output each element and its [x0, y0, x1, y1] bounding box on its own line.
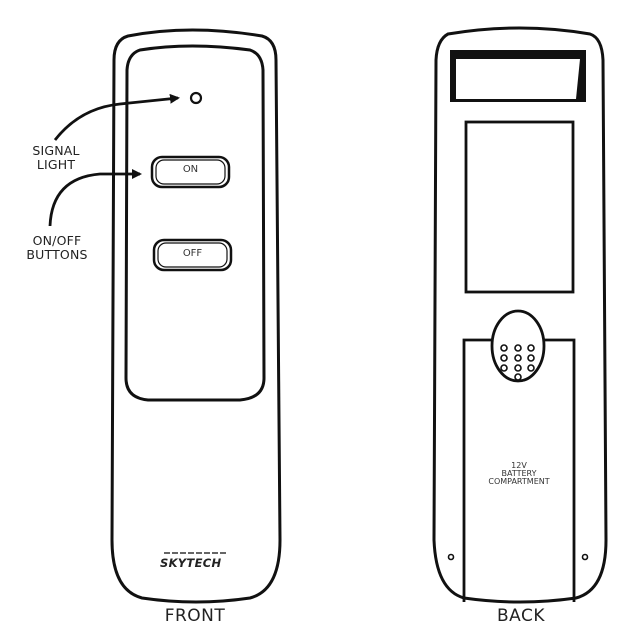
on-button-label: ON: [182, 164, 199, 175]
callout-line: ON/OFF: [32, 233, 82, 248]
off-button[interactable]: OFF: [154, 248, 231, 259]
brand-logo: SKYTECH: [160, 556, 222, 570]
front-view-label: FRONT: [164, 606, 226, 626]
front-face-panel: [124, 44, 266, 402]
screw-right-icon: [581, 553, 589, 561]
grip-oval: [490, 309, 546, 383]
grip-dots: [500, 344, 535, 381]
back-outer-body: [432, 26, 608, 604]
back-remote: [432, 26, 608, 604]
on-button[interactable]: ON: [152, 164, 229, 175]
front-outer-body: [110, 28, 282, 604]
callout-line: BUTTONS: [26, 247, 88, 262]
battery-label-line: 12V: [511, 461, 527, 470]
on-off-arrow: [48, 169, 142, 227]
off-button-outline: [152, 238, 233, 272]
top-window-opening: [456, 59, 580, 99]
back-panel-recess: [464, 120, 575, 294]
front-remote: [110, 28, 282, 604]
battery-label-line: COMPARTMENT: [488, 477, 550, 486]
on-off-buttons-callout: ON/OFF BUTTONS: [14, 234, 100, 262]
callout-line: LIGHT: [36, 157, 76, 172]
signal-light-callout: SIGNAL LIGHT: [18, 144, 94, 172]
signal-light-icon: [189, 91, 203, 105]
off-button-label: OFF: [182, 248, 203, 259]
callout-line: SIGNAL: [32, 143, 80, 158]
on-button-outline: [150, 155, 231, 189]
battery-label-line: BATTERY: [501, 469, 537, 478]
back-view-label: BACK: [496, 606, 545, 626]
battery-label: 12V BATTERY COMPARTMENT: [464, 462, 574, 486]
screw-left-icon: [447, 553, 455, 561]
signal-light-arrow: [53, 93, 180, 141]
